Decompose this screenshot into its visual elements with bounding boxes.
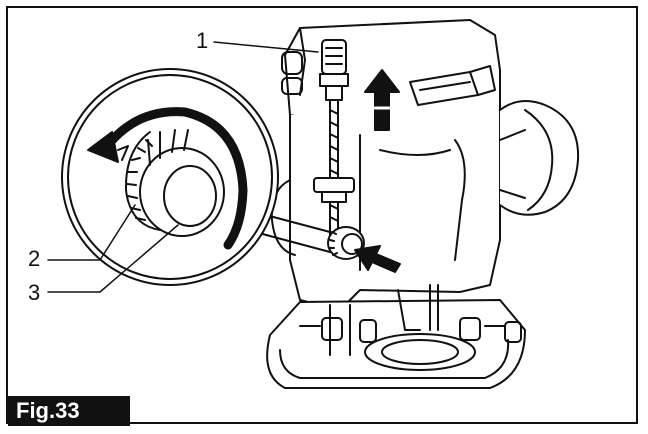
router-body xyxy=(270,109,501,311)
rotation-arrow xyxy=(87,107,248,250)
right-handle xyxy=(499,100,580,216)
callout-leaders xyxy=(47,41,319,293)
stopper-pole xyxy=(313,39,355,241)
callout-2: 2 xyxy=(28,246,41,271)
push-arrow xyxy=(354,245,401,273)
callout-1: 1 xyxy=(196,28,209,53)
zoom-connector-lines xyxy=(254,213,331,253)
zoomed-knob xyxy=(117,129,225,237)
figure-label: Fig.33 xyxy=(8,396,130,426)
up-arrow xyxy=(364,69,400,131)
router-base xyxy=(266,284,526,389)
callout-3: 3 xyxy=(28,280,41,305)
